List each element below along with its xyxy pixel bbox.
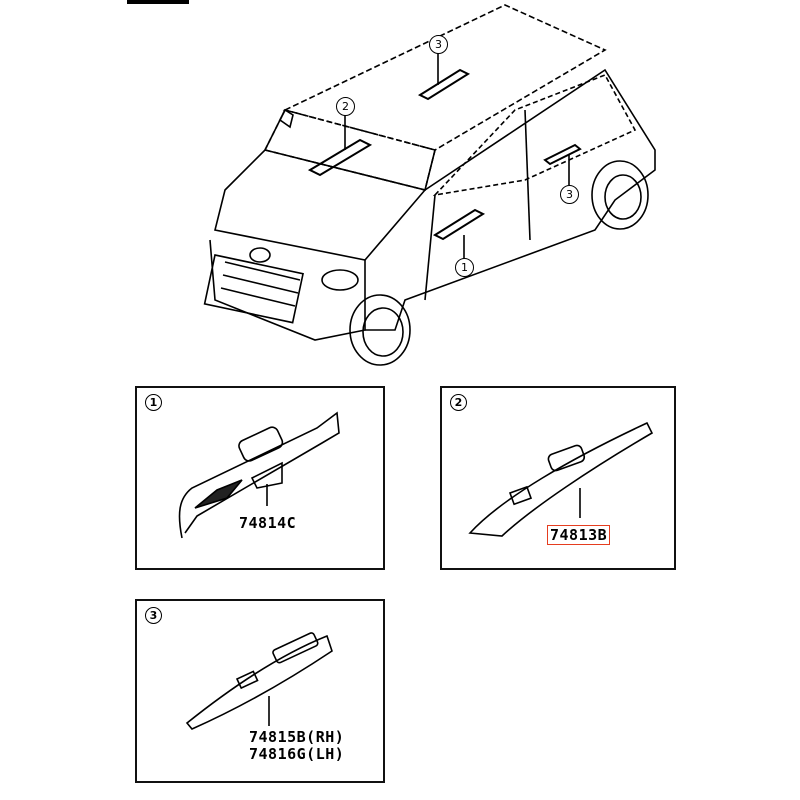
- part-number-lh[interactable]: 74816G(LH): [249, 745, 345, 763]
- rear-switch-bezel-drawing: [185, 632, 333, 730]
- part-number-rh[interactable]: 74815B(RH): [249, 728, 345, 746]
- part-number[interactable]: 74814C: [239, 514, 297, 532]
- part-panel-1: 1 74814C: [135, 386, 385, 570]
- callout-3-rear: 3: [560, 185, 579, 204]
- driver-switch-bezel-drawing: [178, 411, 340, 539]
- part-panel-2: 2 74813B: [440, 386, 676, 570]
- passenger-switch-bezel-drawing: [468, 421, 654, 537]
- part-panel-3: 3 74815B(RH) 74816G(LH): [135, 599, 385, 783]
- callout-1: 1: [455, 258, 474, 277]
- panel-index: 1: [145, 394, 162, 411]
- top-edge-bar: [127, 0, 189, 4]
- car-overview-illustration: 2 3 1 3: [195, 0, 665, 370]
- panel-index: 2: [450, 394, 467, 411]
- callout-2: 2: [336, 97, 355, 116]
- panel-index: 3: [145, 607, 162, 624]
- part-number-highlighted[interactable]: 74813B: [546, 525, 611, 545]
- callout-3-top: 3: [429, 35, 448, 54]
